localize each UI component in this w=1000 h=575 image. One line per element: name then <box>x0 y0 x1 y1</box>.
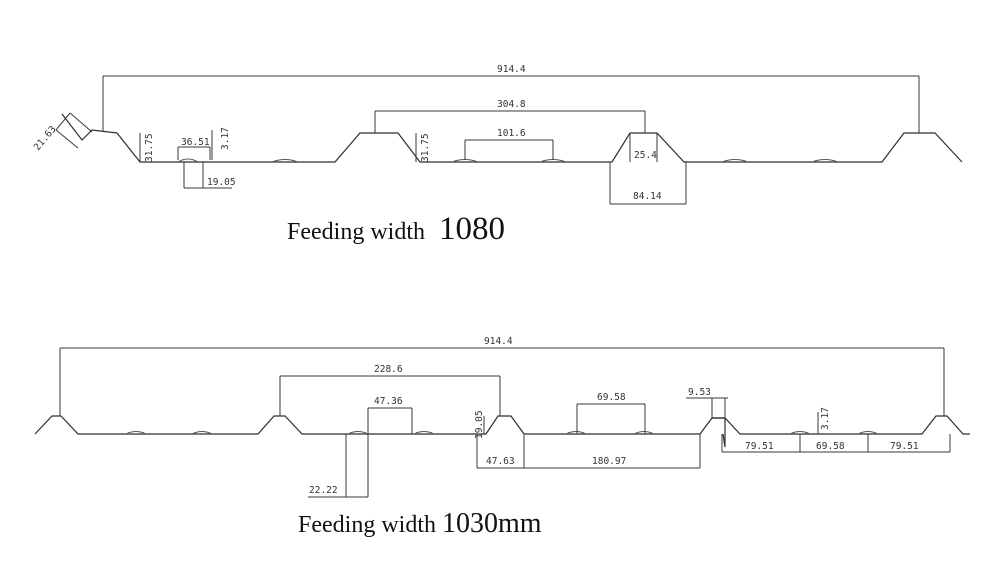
dim-seg-mid: 69.58 <box>816 441 845 452</box>
dim-crest-height: 25.4 <box>634 150 657 161</box>
dim-rib-height-mid: 31.75 <box>420 133 431 162</box>
dim-pitch: 228.6 <box>374 364 403 375</box>
caption-value: 1030mm <box>442 508 542 539</box>
stiffener-bump <box>857 431 879 435</box>
dim-rib-height: 19.05 <box>474 410 485 439</box>
dim-rib-base: 84.14 <box>633 191 662 202</box>
stiffener-bump <box>347 431 369 435</box>
stiffener-bump <box>789 431 811 435</box>
stiffener-bump <box>565 431 587 435</box>
stiffener-bump <box>633 431 655 435</box>
profile-1080: 914.4 21.63 31.75 36.51 3.17 19.05 304.8… <box>32 64 963 247</box>
dim-pitch: 304.8 <box>497 99 526 110</box>
dim-pan-a: 47.36 <box>374 396 403 407</box>
dim-depth-total: 22.22 <box>309 485 338 496</box>
stiffener-bump <box>191 431 213 435</box>
dim-line-angle <box>69 112 93 133</box>
dim-line-angle <box>55 129 79 149</box>
dim-seg-left: 79.51 <box>745 441 774 452</box>
dim-lap: 9.53 <box>688 387 711 398</box>
profile-1080-outline <box>61 113 963 163</box>
dim-stiffener-height: 3.17 <box>220 127 231 150</box>
caption-value: 1080 <box>439 211 505 247</box>
stiffener-bump <box>177 158 199 163</box>
stiffener-bump <box>125 431 147 435</box>
dim-pan-b: 69.58 <box>597 392 626 403</box>
dim-line-angle <box>55 112 71 131</box>
dim-rib-base: 47.63 <box>486 456 515 467</box>
dim-stiffener-base: 19.05 <box>207 177 236 188</box>
dim-angle: 21.63 <box>32 124 59 153</box>
profile-1030-outline-right <box>712 415 970 435</box>
caption-label: Feeding width <box>287 219 425 245</box>
caption-feeding-width-1030: Feeding width 1030mm <box>298 508 542 539</box>
stiffener-bump <box>413 431 435 435</box>
dim-rib-height-left: 31.75 <box>144 133 155 162</box>
stiffener-bump <box>811 159 839 163</box>
dim-stiffener-height: 3.17 <box>820 407 831 430</box>
dim-overall: 914.4 <box>497 64 526 75</box>
dim-stiffener-width: 36.51 <box>181 137 210 148</box>
dim-pan-width: 180.97 <box>592 456 626 467</box>
dim-seg-right: 79.51 <box>890 441 919 452</box>
stiffener-bump <box>271 159 299 163</box>
profile-1030: 914.4 228.6 47.36 22.22 19.05 47.63 180.… <box>34 336 970 539</box>
stiffener-bump <box>721 159 749 163</box>
caption-label: Feeding width <box>298 512 436 538</box>
dim-rib-top: 101.6 <box>497 128 526 139</box>
caption-feeding-width-1080: Feeding width 1080 <box>287 211 505 247</box>
dim-overall: 914.4 <box>484 336 513 347</box>
